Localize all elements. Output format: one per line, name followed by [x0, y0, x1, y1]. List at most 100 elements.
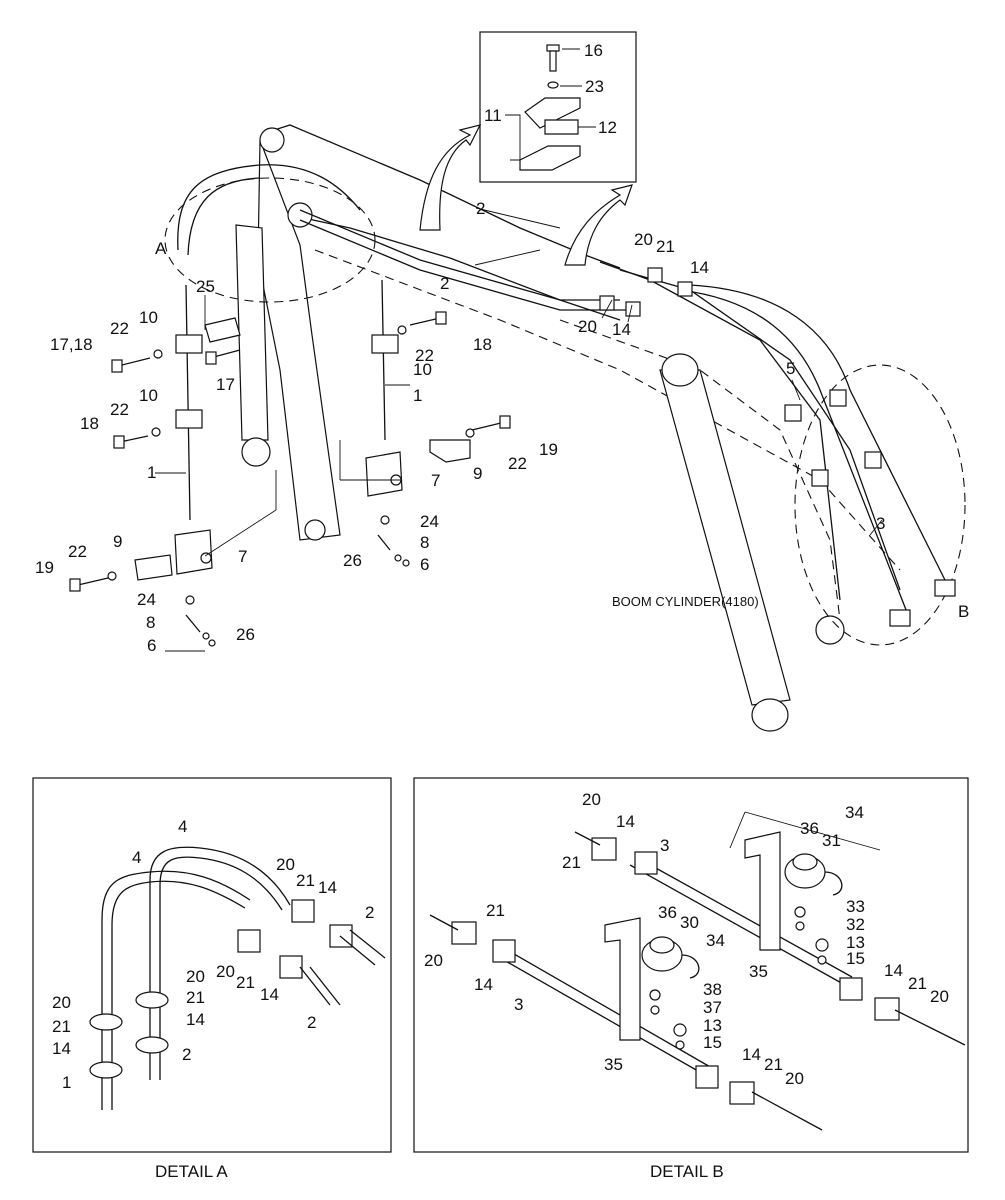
db-pipe-3-upper	[629, 864, 846, 986]
da-label-20b: 20	[216, 962, 235, 981]
pipe-5	[679, 289, 911, 621]
boom-cylinder-note: BOOM CYLINDER(4180)	[612, 594, 759, 609]
arm-cylinder	[235, 224, 269, 441]
clamp-10c	[371, 334, 399, 354]
label-19-right: 19	[539, 440, 558, 459]
label-2-upper: 2	[476, 199, 485, 218]
label-6-left: 6	[147, 636, 156, 655]
label-14-top: 14	[690, 258, 709, 277]
db-bracket-35-right	[744, 831, 781, 951]
label-17-18: 17,18	[50, 335, 93, 354]
marker-a: A	[155, 239, 167, 258]
label-22-rb: 22	[508, 454, 527, 473]
label-5: 5	[786, 359, 795, 378]
label-8-left: 8	[146, 613, 155, 632]
label-19-left: 19	[35, 558, 54, 577]
label-26-left: 26	[236, 625, 255, 644]
label-1-right: 1	[413, 386, 422, 405]
label-24-left: 24	[137, 590, 156, 609]
db-label-36a: 36	[658, 903, 677, 922]
da-label-1: 1	[62, 1073, 71, 1092]
grommet-12	[544, 119, 579, 135]
db-label-21a: 21	[562, 853, 581, 872]
bolt-16	[546, 44, 560, 72]
da-label-2-mid: 2	[307, 1013, 316, 1032]
clamp-upper-11	[524, 97, 581, 129]
bracket-25	[204, 317, 241, 343]
label-7-right: 7	[431, 471, 440, 490]
label-25: 25	[196, 277, 215, 296]
label-8-right: 8	[420, 533, 429, 552]
clamp-inset	[479, 31, 637, 183]
da-label-2-low: 2	[182, 1045, 191, 1064]
db-label-33: 33	[846, 897, 865, 916]
pipe-1-right	[381, 279, 386, 441]
db-label-20d: 20	[930, 987, 949, 1006]
db-bracket-35-left	[604, 917, 641, 1041]
label-3: 3	[876, 514, 885, 533]
da-label-14d: 14	[52, 1039, 71, 1058]
hose-a1	[177, 164, 361, 251]
da-label-4a: 4	[132, 848, 141, 867]
arrow-up-left	[419, 124, 482, 231]
detail-a-frame	[32, 777, 392, 1153]
detail-a-region	[164, 177, 376, 303]
label-9-right: 9	[473, 464, 482, 483]
label-10-a: 10	[139, 308, 158, 327]
da-label-14c: 14	[186, 1010, 205, 1029]
bolt-set	[69, 311, 511, 592]
label-1-left: 1	[147, 463, 156, 482]
db-label-35a: 35	[604, 1055, 623, 1074]
label-18-left: 18	[80, 414, 99, 433]
da-label-14b: 14	[260, 985, 279, 1004]
label-23: 23	[585, 77, 604, 96]
da-label-20c: 20	[186, 967, 205, 986]
marker-b: B	[958, 602, 969, 621]
db-label-21b: 21	[486, 901, 505, 920]
db-label-37: 37	[703, 998, 722, 1017]
detail-b: 20 14 3 21 21 20 14 3 36 30 34 38 37 13 …	[413, 777, 969, 1181]
label-20-mid: 20	[578, 317, 597, 336]
boom-cylinder	[659, 369, 791, 706]
db-label-13b: 13	[846, 933, 865, 952]
db-label-3a: 3	[660, 836, 669, 855]
label-22-right: 22	[415, 346, 434, 365]
detail-b-frame	[413, 777, 969, 1153]
da-label-4b: 4	[178, 817, 187, 836]
hose-4-right	[149, 846, 291, 1080]
da-label-21b: 21	[236, 973, 255, 992]
db-label-14b: 14	[474, 975, 493, 994]
pipe-3	[689, 284, 951, 591]
valve-7-left	[134, 529, 213, 581]
da-label-20: 20	[276, 855, 295, 874]
caption-detail-a: DETAIL A	[155, 1162, 228, 1181]
db-label-32: 32	[846, 915, 865, 934]
db-label-13a: 13	[703, 1016, 722, 1035]
db-label-15a: 15	[703, 1033, 722, 1052]
db-label-15b: 15	[846, 949, 865, 968]
main-part-labels: 16 23 11 12 2 2 20 21 14 20 14 5 3 25 10…	[35, 41, 969, 655]
db-label-14c: 14	[742, 1045, 761, 1064]
db-label-38: 38	[703, 980, 722, 999]
detail-a: 4 4 20 21 14 2 20 21 14 2 20 21 20 21 14…	[32, 777, 392, 1181]
label-22-a: 22	[110, 319, 129, 338]
label-10-b: 10	[139, 386, 158, 405]
da-label-2-right: 2	[365, 903, 374, 922]
boom-assembly	[69, 124, 966, 732]
db-label-21d: 21	[908, 974, 927, 993]
label-17: 17	[216, 375, 235, 394]
label-10-c: 10	[413, 360, 432, 379]
db-label-21c: 21	[764, 1055, 783, 1074]
db-label-20b: 20	[424, 951, 443, 970]
label-26-right: 26	[343, 551, 362, 570]
db-pipe-3-lower	[494, 954, 706, 1076]
label-20-top: 20	[634, 230, 653, 249]
label-22-left: 22	[68, 542, 87, 561]
label-7-left: 7	[238, 547, 247, 566]
label-12: 12	[598, 118, 617, 137]
label-6-right: 6	[420, 555, 429, 574]
label-9-left: 9	[113, 532, 122, 551]
clamp-10a	[175, 334, 203, 354]
db-label-36b: 36	[800, 819, 819, 838]
